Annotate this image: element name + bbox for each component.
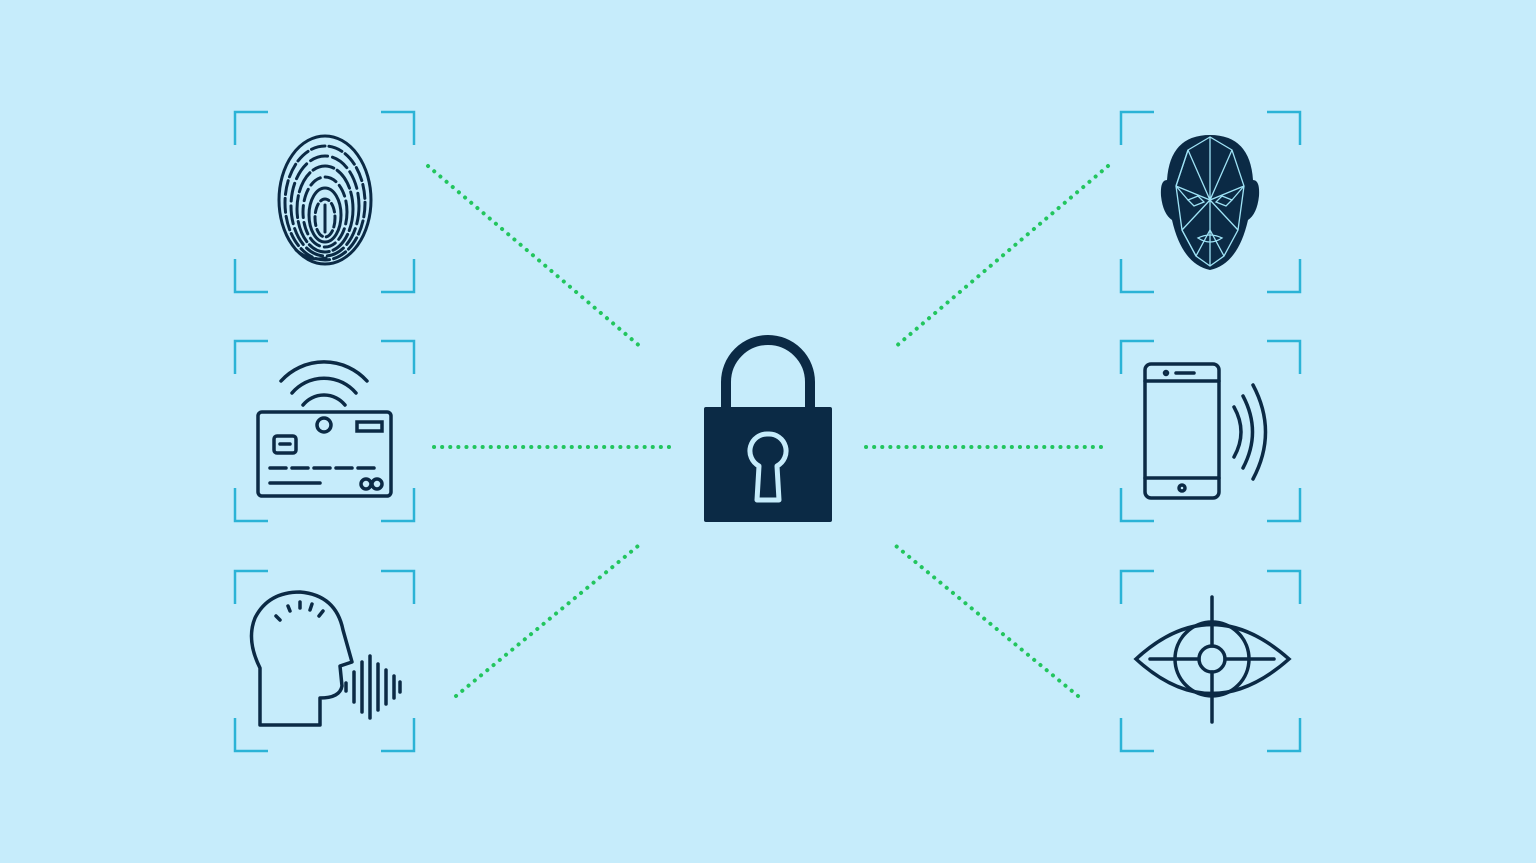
frame-fingerprint — [233, 110, 416, 294]
iris-scan-icon — [1133, 595, 1292, 724]
connector-face — [892, 164, 1110, 350]
frame-face — [1119, 110, 1302, 294]
padlock-icon — [704, 335, 832, 522]
connector-voice — [454, 544, 640, 698]
fingerprint-icon — [277, 134, 373, 266]
voice-recognition-icon — [249, 590, 402, 727]
frames — [233, 110, 1302, 753]
smartphone-nfc-icon — [1143, 362, 1268, 500]
keyhole-icon — [747, 431, 789, 503]
frame-phone — [1119, 339, 1302, 523]
contactless-card-icon — [256, 360, 393, 498]
connectors — [426, 164, 1110, 698]
frame-iris — [1119, 569, 1302, 753]
connector-iris — [894, 544, 1080, 698]
frame-voice — [233, 569, 416, 753]
connector-fingerprint — [426, 164, 644, 350]
frame-card — [233, 339, 416, 523]
face-recognition-icon — [1160, 135, 1260, 270]
